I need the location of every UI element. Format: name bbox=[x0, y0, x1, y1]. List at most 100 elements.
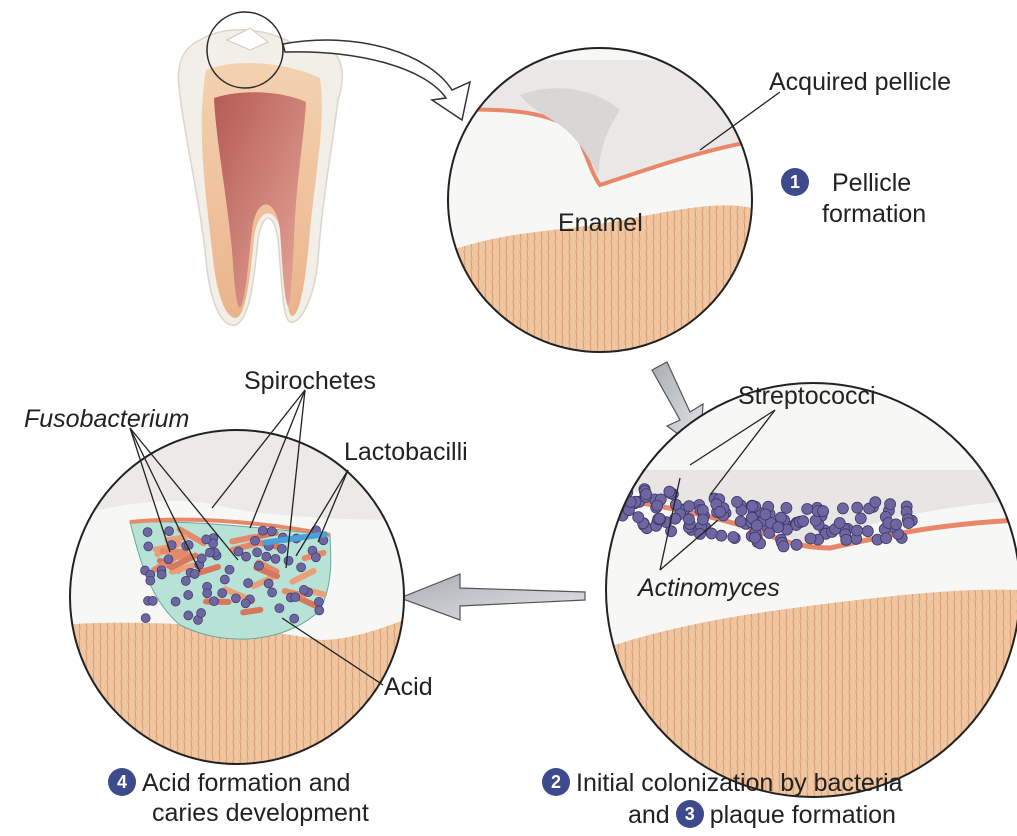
step1-caption: 1 bbox=[781, 166, 815, 200]
coccus bbox=[684, 514, 695, 525]
coccus bbox=[299, 585, 308, 594]
step2-number-badge: 2 bbox=[542, 768, 570, 796]
coccus bbox=[267, 527, 276, 536]
enamel-label: Enamel bbox=[558, 208, 643, 238]
coccus bbox=[735, 516, 746, 527]
coccus bbox=[210, 597, 219, 606]
coccus bbox=[778, 541, 789, 552]
coccus bbox=[244, 579, 253, 588]
coccus bbox=[818, 506, 829, 517]
arrow-to-step4 bbox=[400, 574, 585, 620]
coccus bbox=[773, 522, 784, 533]
coccus bbox=[258, 526, 267, 535]
coccus bbox=[641, 489, 652, 500]
coccus bbox=[750, 532, 761, 543]
coccus bbox=[903, 518, 914, 529]
coccus bbox=[728, 532, 739, 543]
caries-circle bbox=[60, 420, 420, 780]
coccus bbox=[810, 515, 821, 526]
coccus bbox=[885, 499, 896, 510]
coccus bbox=[315, 606, 324, 615]
coccus bbox=[264, 579, 273, 588]
coccus bbox=[143, 528, 152, 537]
coccus bbox=[253, 548, 262, 557]
coccus bbox=[148, 596, 157, 605]
coccus bbox=[747, 501, 758, 512]
streptococci-label: Streptococci bbox=[738, 381, 876, 411]
coccus bbox=[852, 525, 863, 536]
step4-line2: caries development bbox=[152, 798, 369, 828]
coccus bbox=[197, 554, 206, 563]
coccus bbox=[165, 527, 174, 536]
coccus bbox=[164, 555, 173, 564]
coccus bbox=[716, 530, 727, 541]
coccus bbox=[751, 520, 762, 531]
step4-number-badge: 4 bbox=[108, 768, 136, 796]
coccus bbox=[251, 536, 260, 545]
coccus bbox=[181, 576, 190, 585]
coccus bbox=[242, 552, 251, 561]
coccus bbox=[297, 563, 306, 572]
coccus bbox=[654, 513, 665, 524]
step4-line1: Acid formation and bbox=[142, 769, 350, 797]
coccus bbox=[262, 552, 271, 561]
step2-line1: Initial colonization by bacteria bbox=[576, 769, 903, 797]
coccus bbox=[311, 553, 320, 562]
coccus bbox=[184, 591, 193, 600]
tooth-illustration bbox=[178, 12, 342, 325]
coccus bbox=[791, 539, 802, 550]
coccus bbox=[855, 513, 866, 524]
spirochetes-label: Spirochetes bbox=[244, 366, 376, 396]
coccus bbox=[314, 597, 323, 606]
coccus bbox=[841, 534, 852, 545]
coccus bbox=[255, 561, 264, 570]
step1-line1: Pellicle bbox=[832, 168, 911, 198]
coccus bbox=[891, 519, 902, 530]
coccus bbox=[184, 611, 193, 620]
coccus bbox=[881, 533, 892, 544]
coccus bbox=[141, 614, 150, 623]
acid-label: Acid bbox=[384, 672, 433, 702]
coccus bbox=[862, 526, 873, 537]
lactobacilli-label: Lactobacilli bbox=[344, 437, 468, 467]
coccus bbox=[225, 565, 234, 574]
coccus bbox=[834, 518, 845, 529]
coccus bbox=[291, 593, 300, 602]
step1-number-badge: 1 bbox=[781, 168, 809, 196]
coccus bbox=[146, 576, 155, 585]
coccus bbox=[798, 516, 809, 527]
coccus bbox=[205, 548, 214, 557]
coccus bbox=[275, 604, 284, 613]
fusobacterium-label: Fusobacterium bbox=[24, 404, 189, 434]
coccus bbox=[171, 597, 180, 606]
coccus bbox=[197, 609, 206, 618]
coccus bbox=[684, 501, 695, 512]
coccus bbox=[805, 533, 816, 544]
step1-line2: formation bbox=[822, 199, 926, 229]
coccus bbox=[190, 570, 199, 579]
coccus bbox=[144, 542, 153, 551]
coccus bbox=[732, 496, 743, 507]
coccus bbox=[664, 486, 675, 497]
coccus bbox=[652, 500, 663, 511]
pellicle-circle bbox=[440, 40, 760, 360]
coccus bbox=[157, 570, 166, 579]
coccus bbox=[837, 503, 848, 514]
coccus bbox=[268, 588, 277, 597]
coccus bbox=[231, 594, 240, 603]
coccus bbox=[241, 599, 250, 608]
coccus bbox=[234, 547, 243, 556]
coccus bbox=[277, 544, 286, 553]
coccus bbox=[781, 502, 792, 513]
step3-number-badge: 3 bbox=[676, 800, 704, 828]
coccus bbox=[290, 614, 299, 623]
coccus bbox=[203, 589, 212, 598]
coccus bbox=[760, 509, 771, 520]
coccus bbox=[202, 535, 211, 544]
coccus bbox=[220, 575, 229, 584]
coccus bbox=[284, 556, 293, 565]
coccus bbox=[633, 512, 644, 523]
